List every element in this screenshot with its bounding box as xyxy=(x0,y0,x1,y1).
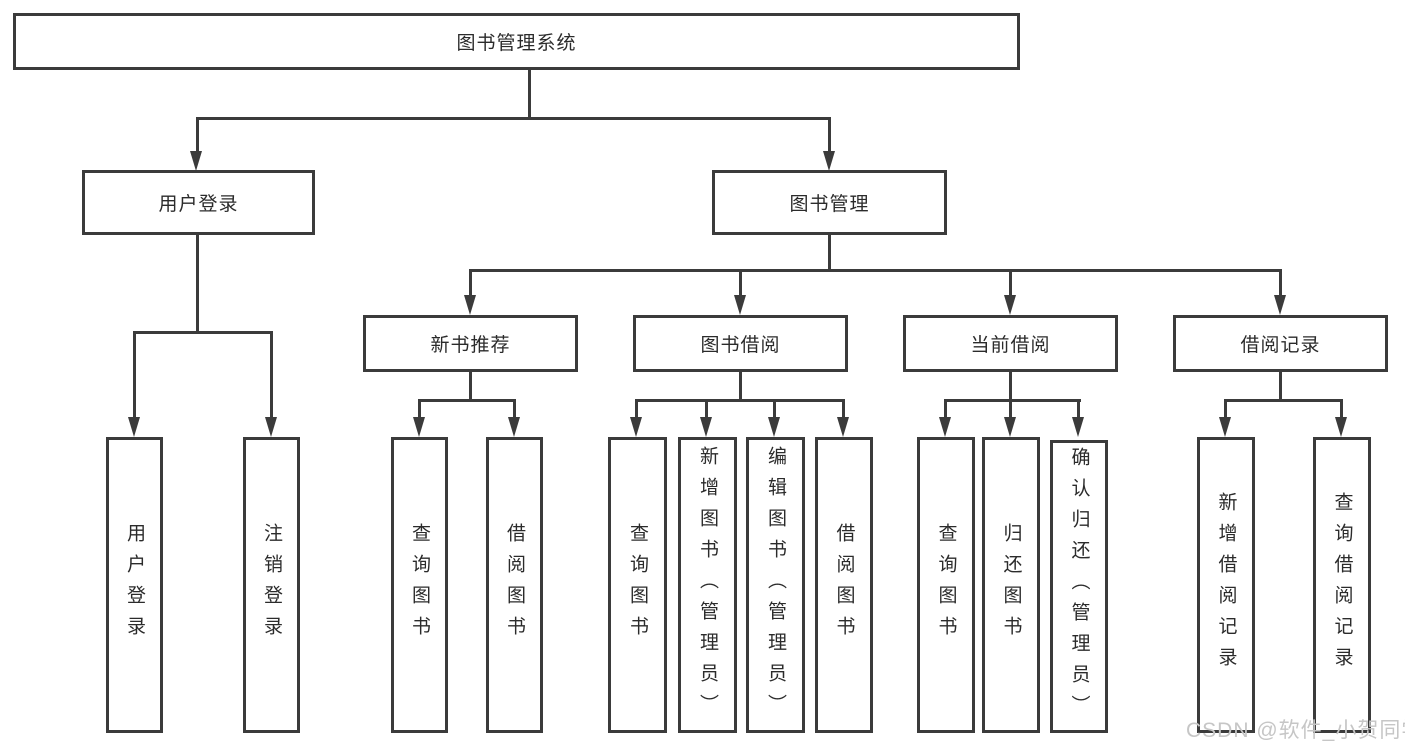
arrowhead-down-icon xyxy=(837,417,849,437)
connector-line xyxy=(528,70,531,118)
node-leaf-borrow-books: 借阅图书 xyxy=(815,437,873,733)
node-leaf-borrow-books-recommend: 借阅图书 xyxy=(486,437,543,733)
node-leaf-return-books: 归还图书 xyxy=(982,437,1040,733)
connector-line xyxy=(418,399,516,402)
node-new-book-recommend-label: 新书推荐 xyxy=(430,335,511,356)
connector-line xyxy=(773,399,776,419)
arrowhead-down-icon xyxy=(823,151,835,171)
leaf-label: 查询图书 xyxy=(409,523,430,647)
connector-line xyxy=(944,399,1081,402)
node-leaf-query-borrow-record: 查询借阅记录 xyxy=(1313,437,1371,733)
connector-line xyxy=(739,372,742,402)
connector-line xyxy=(418,399,421,419)
arrowhead-down-icon xyxy=(939,417,951,437)
node-book-management: 图书管理 xyxy=(712,170,947,235)
arrowhead-down-icon xyxy=(265,417,277,437)
connector-line xyxy=(1009,269,1012,296)
node-user-login-label: 用户登录 xyxy=(158,194,239,215)
leaf-label: 编辑图书（管理员） xyxy=(765,445,786,725)
node-leaf-logout: 注销登录 xyxy=(243,437,300,733)
connector-line xyxy=(196,235,199,334)
connector-line xyxy=(196,117,199,153)
node-user-login: 用户登录 xyxy=(82,170,315,235)
connector-line xyxy=(635,399,638,419)
node-leaf-add-books-admin: 新增图书（管理员） xyxy=(678,437,737,733)
connector-line xyxy=(270,331,273,419)
arrowhead-down-icon xyxy=(1219,417,1231,437)
node-leaf-user-login: 用户登录 xyxy=(106,437,163,733)
node-current-borrowing-label: 当前借阅 xyxy=(970,335,1051,356)
connector-line xyxy=(1279,372,1282,402)
connector-line xyxy=(469,269,472,296)
connector-line xyxy=(828,235,831,272)
node-leaf-query-books-recommend: 查询图书 xyxy=(391,437,448,733)
leaf-label: 新增借阅记录 xyxy=(1215,492,1237,678)
arrowhead-down-icon xyxy=(1004,295,1016,315)
node-current-borrowing: 当前借阅 xyxy=(903,315,1118,372)
leaf-label: 注销登录 xyxy=(261,523,282,647)
leaf-label: 归还图书 xyxy=(1000,523,1022,647)
node-library-system-label: 图书管理系统 xyxy=(456,33,577,54)
node-leaf-confirm-return-admin: 确认归还（管理员） xyxy=(1050,440,1108,733)
connector-line xyxy=(944,399,947,419)
connector-line xyxy=(739,269,742,296)
arrowhead-down-icon xyxy=(1274,295,1286,315)
connector-line xyxy=(1009,399,1012,419)
csdn-watermark: CSDN @软件_小贺同学 xyxy=(1186,719,1405,742)
connector-line xyxy=(828,117,831,153)
connector-line xyxy=(1224,399,1343,402)
leaf-label: 借阅图书 xyxy=(833,523,855,647)
arrowhead-down-icon xyxy=(413,417,425,437)
leaf-label: 查询图书 xyxy=(935,523,957,647)
node-book-borrowing-label: 图书借阅 xyxy=(700,335,781,356)
arrowhead-down-icon xyxy=(768,417,780,437)
arrowhead-down-icon xyxy=(1072,417,1084,437)
node-leaf-query-books-borrowing: 查询图书 xyxy=(608,437,667,733)
connector-line xyxy=(133,331,136,419)
connector-line xyxy=(705,399,708,419)
node-leaf-edit-books-admin: 编辑图书（管理员） xyxy=(746,437,805,733)
leaf-label: 新增图书（管理员） xyxy=(697,445,718,725)
node-book-borrowing: 图书借阅 xyxy=(633,315,848,372)
leaf-label: 用户登录 xyxy=(124,523,145,647)
connector-line xyxy=(635,399,845,402)
node-borrowing-records-label: 借阅记录 xyxy=(1240,335,1321,356)
arrowhead-down-icon xyxy=(508,417,520,437)
arrowhead-down-icon xyxy=(190,151,202,171)
arrowhead-down-icon xyxy=(630,417,642,437)
connector-line xyxy=(469,372,472,402)
connector-line xyxy=(133,331,273,334)
connector-line xyxy=(842,399,845,419)
connector-line xyxy=(1009,372,1012,402)
node-library-system: 图书管理系统 xyxy=(13,13,1020,70)
leaf-label: 借阅图书 xyxy=(504,523,525,647)
arrowhead-down-icon xyxy=(1335,417,1347,437)
arrowhead-down-icon xyxy=(700,417,712,437)
connector-line xyxy=(513,399,516,419)
connector-line xyxy=(469,269,1282,272)
connector-line xyxy=(196,117,831,120)
leaf-label: 查询图书 xyxy=(627,523,648,647)
arrowhead-down-icon xyxy=(464,295,476,315)
leaf-label: 查询借阅记录 xyxy=(1331,492,1353,678)
node-borrowing-records: 借阅记录 xyxy=(1173,315,1388,372)
arrowhead-down-icon xyxy=(734,295,746,315)
node-new-book-recommend: 新书推荐 xyxy=(363,315,578,372)
leaf-label: 确认归还（管理员） xyxy=(1068,447,1090,726)
connector-line xyxy=(1279,269,1282,296)
node-leaf-add-borrow-record: 新增借阅记录 xyxy=(1197,437,1255,733)
connector-line xyxy=(1224,399,1227,419)
node-book-management-label: 图书管理 xyxy=(789,194,870,215)
arrowhead-down-icon xyxy=(128,417,140,437)
connector-line xyxy=(1340,399,1343,419)
connector-line xyxy=(1077,399,1080,419)
arrowhead-down-icon xyxy=(1004,417,1016,437)
node-leaf-query-books-current: 查询图书 xyxy=(917,437,975,733)
